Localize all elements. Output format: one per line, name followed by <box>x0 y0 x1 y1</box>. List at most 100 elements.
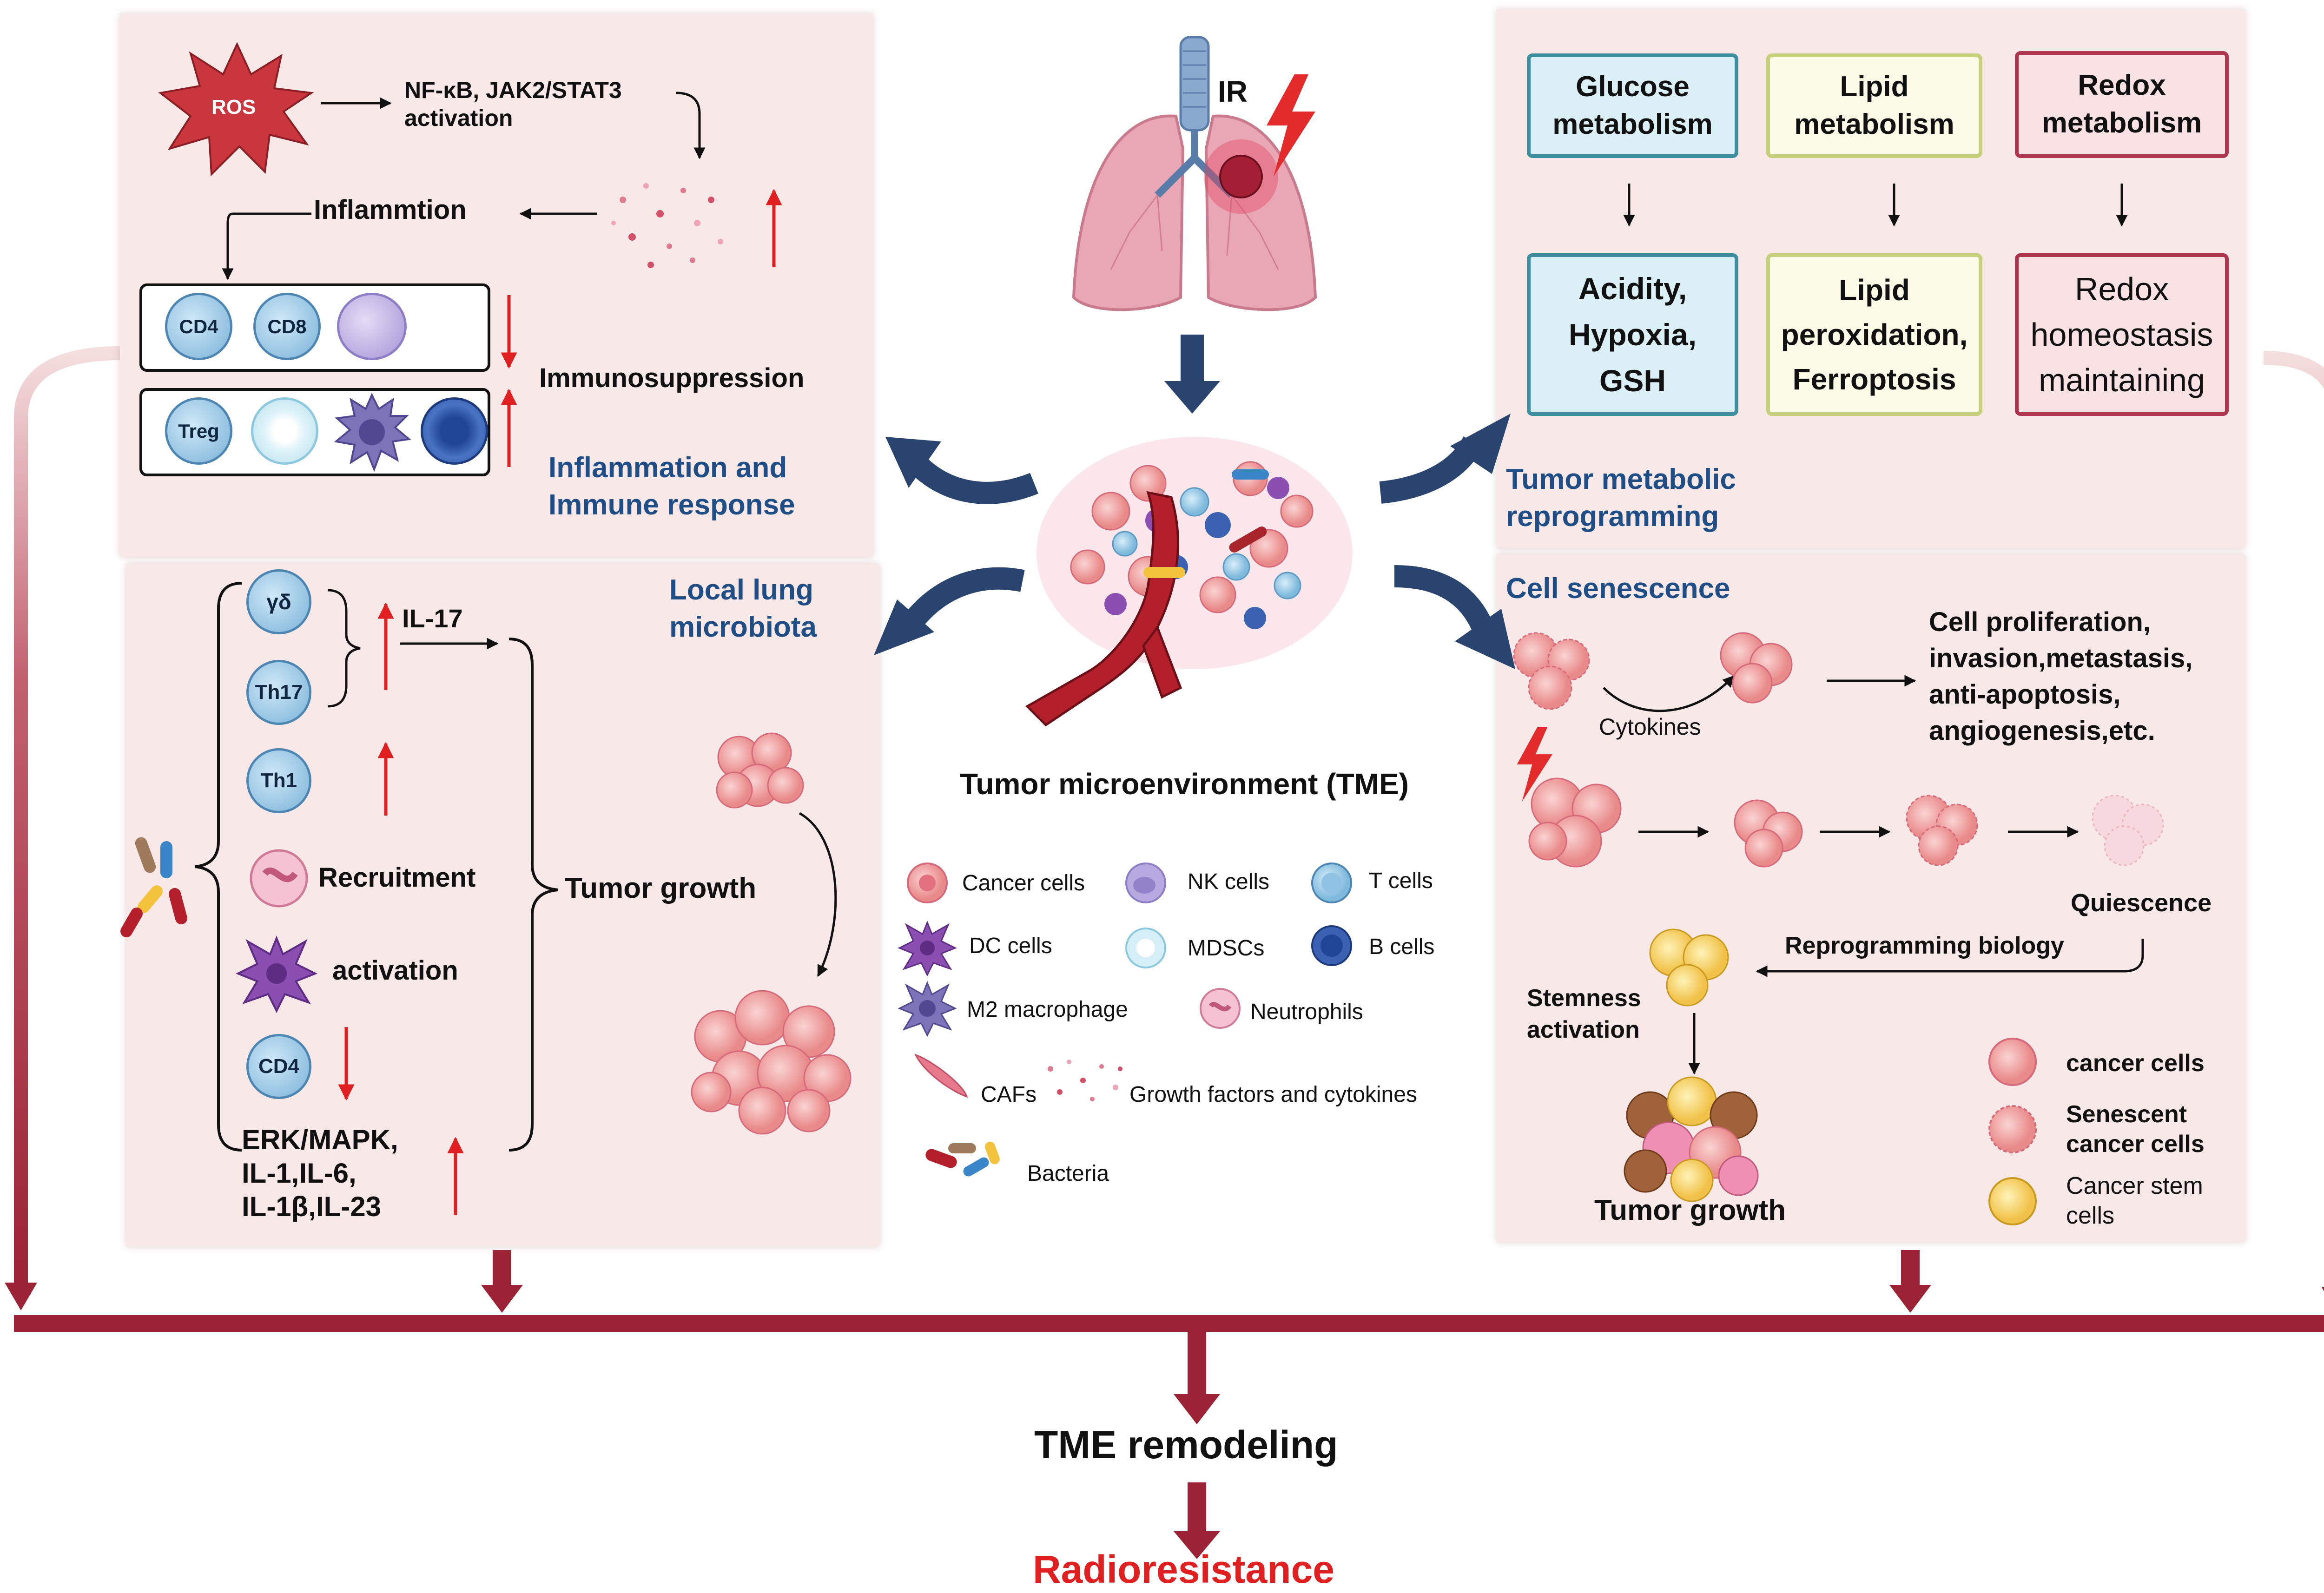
caf-icon <box>914 1053 968 1098</box>
legend-growth-factors: Growth factors and cytokines <box>1129 1082 1417 1107</box>
legend-stem-2: cells <box>2066 1202 2115 1229</box>
tumor-cluster-icon <box>1025 437 1353 727</box>
big-right-brace <box>508 638 558 1152</box>
immunosuppression-label: Immunosuppression <box>539 363 805 393</box>
lightning-icon-2 <box>1517 727 1552 802</box>
b-cell-icon-legend <box>1311 925 1352 966</box>
legend-cafs: CAFs <box>981 1082 1037 1107</box>
microbiota-title-1: Local lung <box>669 574 813 606</box>
legend-bacteria: Bacteria <box>1027 1161 1109 1186</box>
arrow-sen-3 <box>2008 826 2079 838</box>
nfkb-text-1: NF-κB, JAK2/STAT3 <box>404 77 622 103</box>
legend-t-cells: T cells <box>1369 869 1433 893</box>
outcomes-1: Cell proliferation, <box>1929 607 2151 637</box>
cancer-cell-cluster-2 <box>1528 777 1622 868</box>
th17-cell: Th17 <box>246 660 311 725</box>
mdsc-icon-legend <box>1125 928 1166 968</box>
recruitment-label: Recruitment <box>318 862 476 893</box>
legend-b-cells: B cells <box>1369 935 1435 959</box>
legend-m2-macrophage: M2 macrophage <box>967 997 1128 1022</box>
legend-cancer-cells-2: cancer cells <box>2066 1050 2205 1077</box>
arrow-sen-2 <box>1820 826 1891 838</box>
arrow-inflammation-down <box>222 212 311 280</box>
arrow-to-senescence-panel <box>1394 565 1515 669</box>
cd4-cell: CD4 <box>165 293 232 360</box>
legend-nk-cells: NK cells <box>1188 869 1270 894</box>
cancer-cell-icon <box>907 862 948 903</box>
nfkb-text-2: activation <box>404 105 513 131</box>
legend-dc-cells: DC cells <box>969 934 1052 958</box>
m2-macrophage-icon <box>334 393 411 472</box>
inflammation-title-2: Immune response <box>548 489 795 521</box>
th1-cell: Th1 <box>246 748 311 813</box>
acidity-box: Acidity,Hypoxia,GSH <box>1527 253 1738 416</box>
arrow-to-inflammation-panel <box>885 437 1038 504</box>
tumor-growth-label: Tumor growth <box>565 872 757 904</box>
ros-burst-icon <box>158 42 314 177</box>
gd-cell: γδ <box>246 569 311 634</box>
inflammation-title-1: Inflammation and <box>548 452 787 484</box>
arrow-glucose-down <box>1623 184 1635 227</box>
tumor-growth-label-2: Tumor growth <box>1594 1194 1786 1226</box>
growth-factor-dots-icon <box>1048 1060 1122 1101</box>
big-left-brace <box>195 582 242 1152</box>
legend-senescent-icon <box>1988 1105 2037 1153</box>
dc-cell-icon-2 <box>235 935 318 1013</box>
m2-macrophage-icon-legend <box>898 981 957 1037</box>
treg-cell: Treg <box>165 397 232 465</box>
nk-cell-icon-legend <box>1125 862 1166 903</box>
quiescence-label: Quiescence <box>2071 889 2212 917</box>
bacteria-icon <box>120 837 187 938</box>
t-cell-icon <box>1311 862 1352 903</box>
arrow-nfkb-down <box>676 92 706 159</box>
arrow-to-metabolic-panel <box>1379 414 1511 504</box>
legend-cancer-cells: Cancer cells <box>962 871 1085 895</box>
erk-text-1: ERK/MAPK, <box>242 1124 398 1155</box>
arrow-lipid-down <box>1888 184 1900 227</box>
bacteria-icon-legend <box>925 1141 1000 1177</box>
outcomes-2: invasion,metastasis, <box>1929 643 2193 673</box>
nk-cell-icon <box>337 293 407 360</box>
activation-label: activation <box>332 955 458 986</box>
legend-stem-icon <box>1988 1177 2037 1225</box>
radioresistance-label: Radioresistance <box>1033 1547 1334 1591</box>
legend-neutrophils: Neutrophils <box>1250 1000 1363 1024</box>
outcomes-3: anti-apoptosis, <box>1929 679 2121 710</box>
legend-stem-1: Cancer stem <box>2066 1172 2203 1199</box>
small-right-brace <box>327 589 361 708</box>
arrow-to-microbiota-panel <box>874 567 1025 655</box>
legend-senescent-2: cancer cells <box>2066 1131 2205 1158</box>
cytokine-dots-icon <box>611 183 723 268</box>
microbiota-title-2: microbiota <box>669 611 817 643</box>
cd4-cell-2: CD4 <box>246 1034 311 1099</box>
arrow-to-inflammation <box>519 208 597 220</box>
arrow-tumor-grows <box>799 812 837 977</box>
arrow-cytokines <box>1603 675 1735 712</box>
quiescent-cell-icon <box>2092 795 2164 866</box>
cd8-cell: CD8 <box>253 293 321 360</box>
legend-mdscs: MDSCs <box>1188 936 1265 961</box>
senescent-cell-icon-2 <box>1906 795 1978 866</box>
mixed-tumor-icon <box>1624 1076 1759 1202</box>
up-arrow-red-3 <box>377 602 394 690</box>
senescence-title: Cell senescence <box>1506 573 1730 605</box>
metabolic-title-2: reprogramming <box>1506 500 1719 533</box>
reprogramming-label: Reprogramming biology <box>1785 932 2064 959</box>
ir-label: IR <box>1218 75 1248 108</box>
down-arrow-red-2 <box>338 1027 355 1101</box>
cytokines-label: Cytokines <box>1599 714 1701 740</box>
senescence-panel <box>1497 554 2245 1242</box>
up-arrow-red <box>766 189 782 267</box>
neutrophil-icon <box>1200 988 1241 1029</box>
small-tumor-icon <box>716 732 804 809</box>
inflammation-label: Inflammtion <box>314 195 467 225</box>
il17-label: IL-17 <box>402 604 463 633</box>
arrow-lung-to-tme <box>1164 335 1220 414</box>
lightning-icon <box>1267 74 1315 177</box>
arrow-to-outcomes <box>1827 675 1916 687</box>
up-arrow-red-4 <box>377 742 394 816</box>
